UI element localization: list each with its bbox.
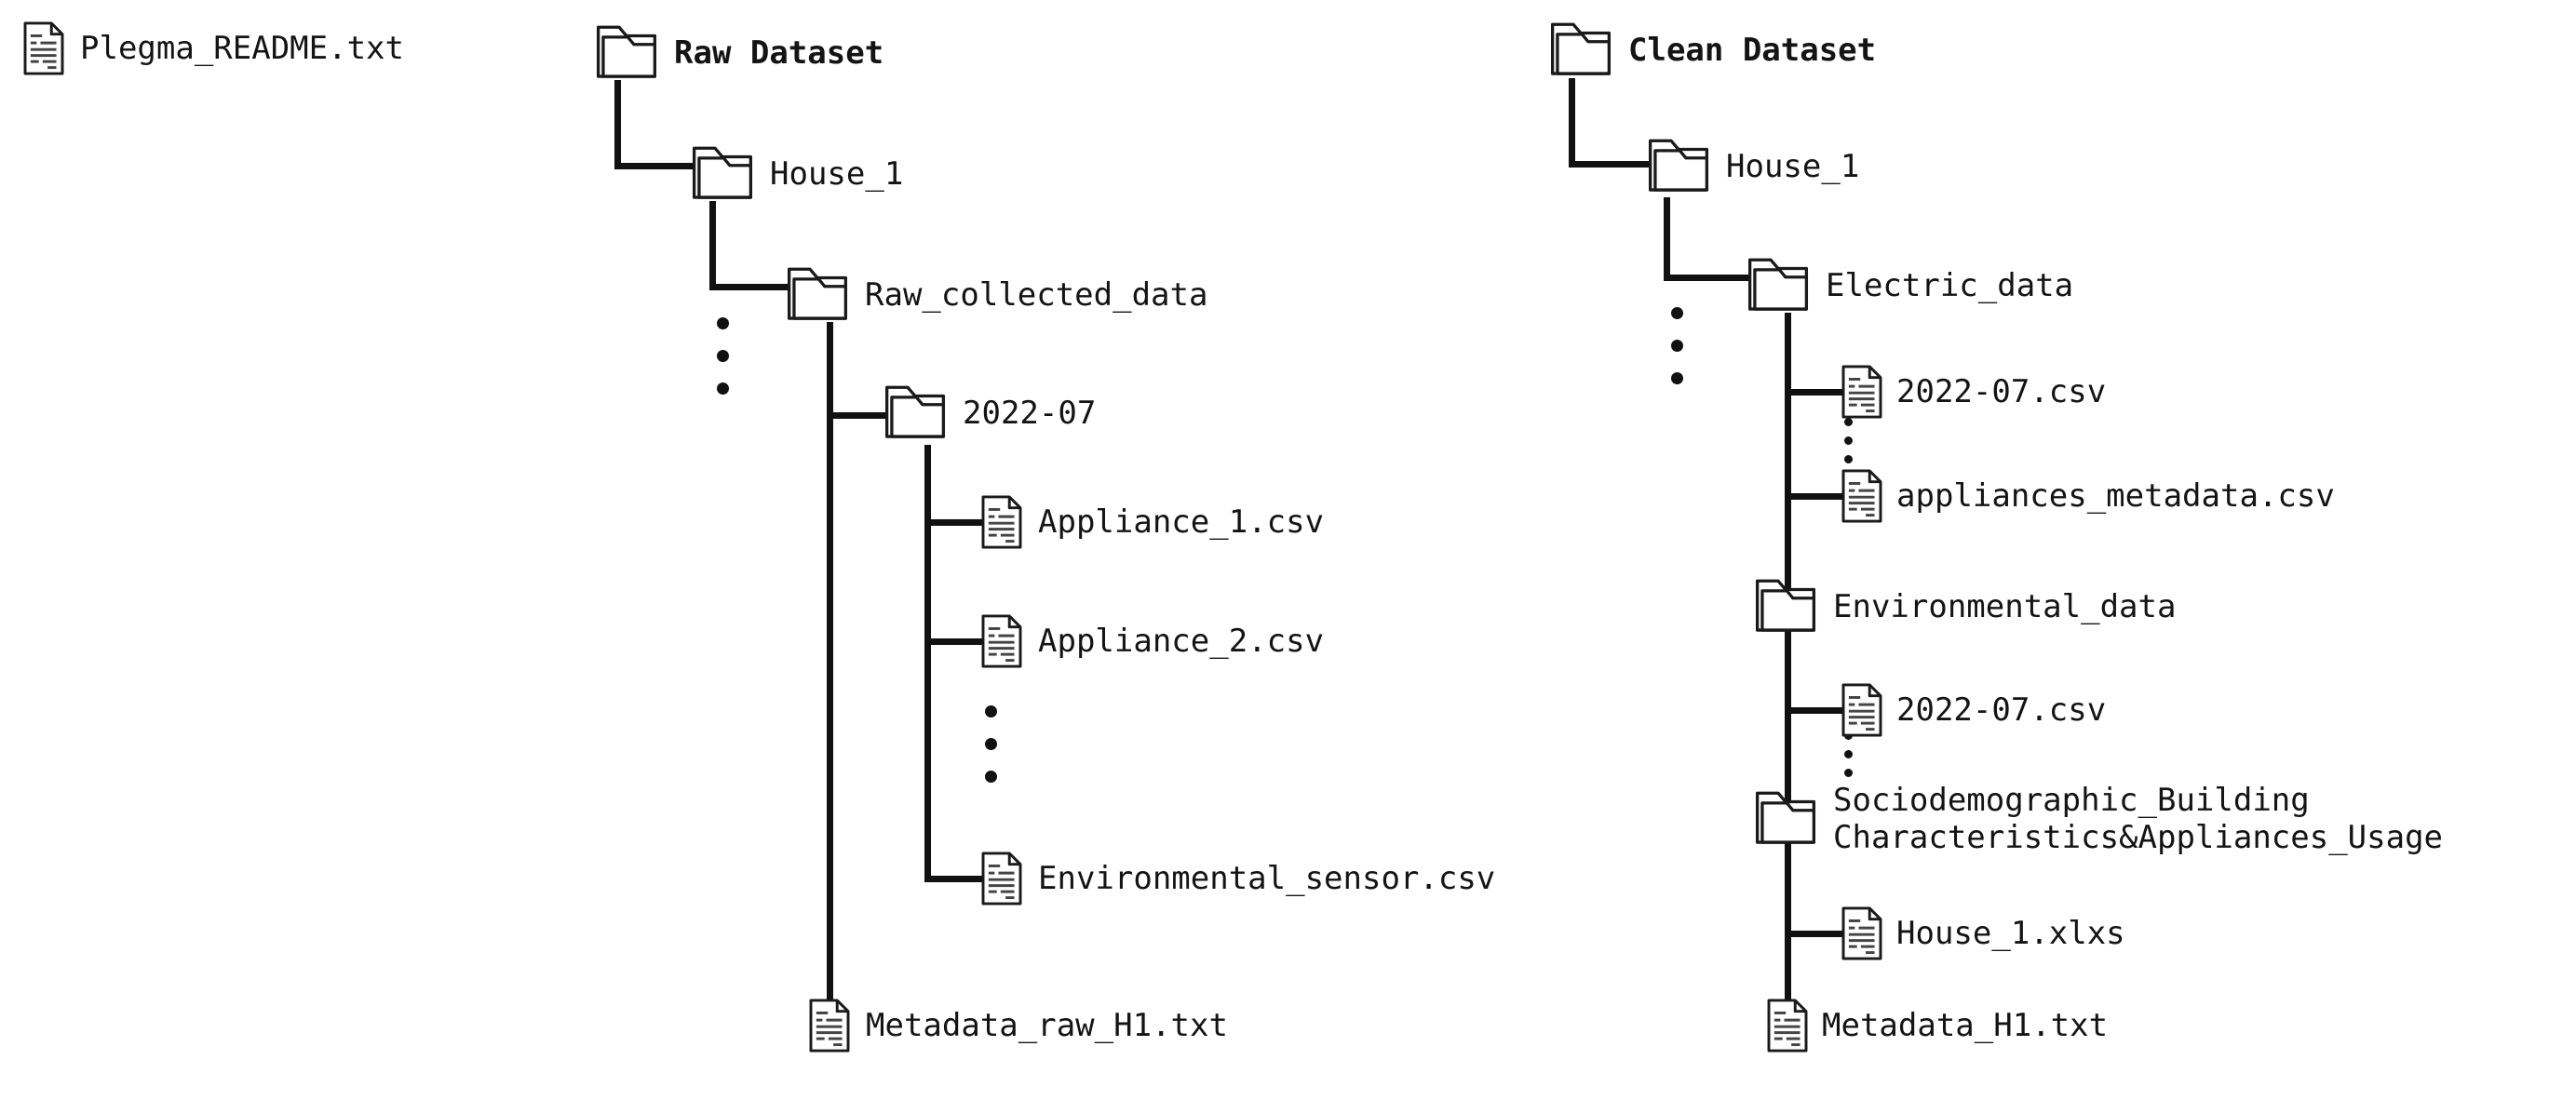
file-icon — [1766, 998, 1809, 1053]
node-environmental-data[interactable]: Environmental_data — [1755, 577, 2176, 637]
node-label: Sociodemographic_Building Characteristic… — [1833, 782, 2444, 857]
connector-month-to-appliance1-h — [924, 519, 984, 526]
connector-electric-to-2022-07-h — [1785, 389, 1842, 396]
node-house-1-xlxs[interactable]: House_1.xlxs — [1841, 905, 2125, 961]
connector-clean-house-to-electric-v — [1664, 197, 1670, 281]
node-label: Metadata_H1.txt — [1822, 1006, 2109, 1044]
folder-icon — [1648, 137, 1709, 196]
folder-icon — [1755, 789, 1816, 849]
node-appliance-2-csv[interactable]: Appliance_2.csv — [980, 613, 1324, 669]
node-label: House_1.xlxs — [1896, 914, 2125, 952]
folder-icon — [1550, 20, 1612, 80]
folder-icon — [596, 23, 657, 83]
node-label: 2022-07.csv — [1896, 691, 2107, 729]
file-icon — [1841, 468, 1883, 524]
file-icon — [1841, 905, 1883, 961]
folder-icon — [884, 383, 946, 443]
vertical-ellipsis-icon — [1844, 731, 1853, 777]
node-label: Environmental_data — [1833, 587, 2177, 625]
connector-clean-root-to-house-v — [1569, 78, 1575, 168]
node-label: Raw_collected_data — [865, 275, 1208, 314]
connector-socio-to-house1-xlxs-h — [1785, 931, 1842, 937]
node-label: 2022-07 — [963, 394, 1097, 432]
node-label: House_1 — [770, 154, 904, 193]
node-metadata-h1-txt[interactable]: Metadata_H1.txt — [1766, 998, 2108, 1053]
connector-environmental-to-2022-07-h — [1785, 707, 1842, 714]
file-icon — [980, 494, 1023, 550]
node-label: appliances_metadata.csv — [1896, 476, 2335, 515]
connector-raw-root-to-house-h — [614, 163, 700, 169]
connector-clean-house-to-electric-h — [1664, 275, 1749, 281]
connector-raw-house-to-collected-h — [709, 284, 795, 290]
node-raw-collected-data[interactable]: Raw_collected_data — [787, 265, 1207, 325]
connector-clean-root-to-house-h — [1569, 161, 1654, 168]
file-icon — [808, 998, 851, 1053]
vertical-ellipsis-icon — [717, 317, 729, 395]
node-label: Metadata_raw_H1.txt — [866, 1006, 1228, 1044]
node-plegma-readme[interactable]: Plegma_README.txt — [22, 20, 404, 76]
node-clean-house-1[interactable]: House_1 — [1648, 137, 1859, 196]
connector-electric-to-appliances-metadata-h — [1785, 493, 1842, 500]
connector-raw-house-to-collected-v — [709, 201, 716, 290]
node-electric-data[interactable]: Electric_data — [1747, 256, 2073, 315]
file-icon — [22, 20, 65, 76]
node-raw-house-1[interactable]: House_1 — [692, 144, 903, 204]
folder-icon — [1755, 577, 1816, 637]
node-label: Electric_data — [1826, 266, 2074, 304]
node-raw-month-2022-07[interactable]: 2022-07 — [884, 383, 1096, 443]
vertical-ellipsis-icon — [1671, 307, 1683, 384]
connector-clean-main-spine — [1785, 313, 1791, 999]
node-label: House_1 — [1726, 147, 1860, 185]
connector-month-spine — [924, 445, 931, 882]
file-icon — [980, 851, 1023, 906]
connector-raw-root-to-house-v — [614, 80, 621, 169]
node-appliance-1-csv[interactable]: Appliance_1.csv — [980, 494, 1324, 550]
connector-month-to-envsensor-h — [924, 876, 984, 882]
node-label: Raw Dataset — [674, 34, 884, 72]
file-icon — [1841, 682, 1883, 738]
node-clean-dataset[interactable]: Clean Dataset — [1550, 20, 1876, 80]
node-label: Appliance_2.csv — [1038, 622, 1325, 660]
node-environmental-sensor-csv[interactable]: Environmental_sensor.csv — [980, 851, 1495, 906]
connector-raw-collected-spine — [827, 322, 833, 999]
vertical-ellipsis-icon — [985, 705, 997, 783]
connector-raw-collected-to-month-h — [827, 412, 888, 419]
node-appliances-metadata-csv[interactable]: appliances_metadata.csv — [1841, 468, 2335, 524]
node-label: 2022-07.csv — [1896, 372, 2107, 410]
folder-icon — [692, 144, 753, 204]
folder-icon — [1747, 256, 1809, 315]
node-label: Appliance_1.csv — [1038, 503, 1325, 541]
node-sociodemographic-building-characteristics[interactable]: Sociodemographic_Building Characteristic… — [1755, 782, 2443, 856]
node-label: Environmental_sensor.csv — [1038, 859, 1496, 897]
node-raw-dataset[interactable]: Raw Dataset — [596, 23, 883, 83]
node-environmental-2022-07-csv[interactable]: 2022-07.csv — [1841, 682, 2106, 738]
vertical-ellipsis-icon — [1844, 418, 1853, 463]
node-metadata-raw-h1-txt[interactable]: Metadata_raw_H1.txt — [808, 998, 1228, 1053]
folder-icon — [787, 265, 848, 325]
node-electric-2022-07-csv[interactable]: 2022-07.csv — [1841, 364, 2106, 420]
node-label: Plegma_README.txt — [80, 29, 404, 67]
node-label: Clean Dataset — [1628, 31, 1877, 69]
file-icon — [980, 613, 1023, 669]
file-icon — [1841, 364, 1883, 420]
connector-month-to-appliance2-h — [924, 638, 984, 645]
